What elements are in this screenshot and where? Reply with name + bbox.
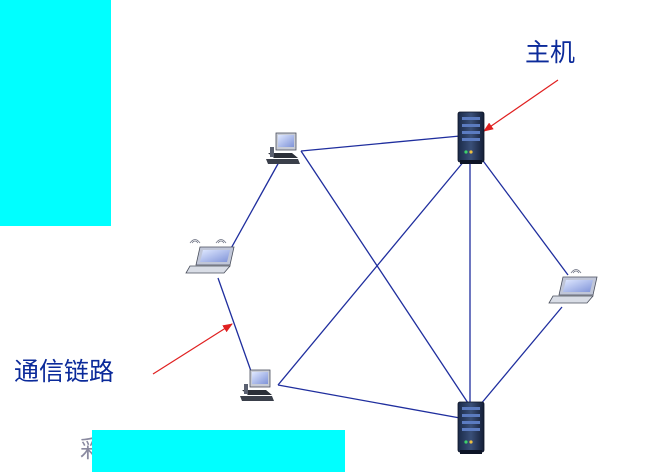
link-desktop-bottom-server-top — [277, 159, 466, 386]
host-label: 主机 — [525, 38, 576, 67]
desktop-computer-icon — [240, 369, 274, 401]
link-desktop-top-server-top — [300, 135, 461, 152]
desktop-computer-icon — [266, 132, 300, 164]
link-laptop-left-desktop-bottom — [217, 277, 253, 375]
link-desktop-bottom-server-bottom — [277, 384, 461, 419]
link-annotation-arrow — [152, 323, 233, 375]
link-desktop-top-server-bottom — [300, 150, 469, 404]
links-group — [217, 135, 569, 419]
link-server-bottom-laptop-right — [479, 306, 563, 406]
laptop-computer-icon — [548, 269, 598, 304]
link-desktop-top-laptop-left — [223, 161, 280, 262]
laptop-computer-icon — [185, 239, 235, 274]
host-annotation-arrow — [483, 79, 559, 132]
cyan-panel-top — [0, 0, 111, 226]
server-icon — [457, 111, 485, 164]
server-icon — [457, 401, 485, 454]
cyan-panel-bottom — [92, 430, 345, 472]
communication-link-label: 通信链路 — [14, 357, 115, 386]
link-server-top-laptop-right — [477, 153, 569, 276]
